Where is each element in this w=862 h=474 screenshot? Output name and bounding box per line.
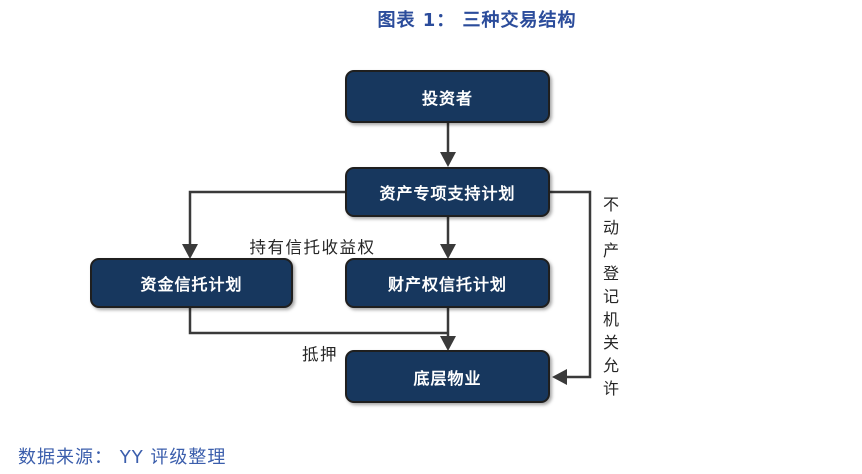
node-asset-special-support-plan: 资产专项支持计划 xyxy=(345,167,550,217)
data-source-note: 数据来源： YY 评级整理 xyxy=(18,447,227,468)
node-underlying-property: 底层物业 xyxy=(345,350,550,403)
figure-title: 图表 1： 三种交易结构 xyxy=(377,10,577,31)
edge-label-real-estate-registration-permission: 不动产登记机关允许 xyxy=(600,196,619,403)
arrowhead-down-1 xyxy=(440,152,456,167)
node-property-rights-trust-plan: 财产权信托计划 xyxy=(345,258,550,308)
node-capital-trust-plan: 资金信托计划 xyxy=(90,258,293,308)
edge-label-mortgage: 抵押 xyxy=(302,345,338,364)
edge-label-hold-trust-beneficiary-rights: 持有信托收益权 xyxy=(249,238,376,257)
edge-absp-to-underlying-right xyxy=(550,190,592,379)
arrowhead-down-4 xyxy=(440,336,456,351)
edge-capital-trust-to-underlying xyxy=(188,308,448,335)
arrowhead-left-1 xyxy=(552,369,567,385)
arrowhead-down-2 xyxy=(182,244,198,259)
arrowhead-down-3 xyxy=(440,244,456,259)
node-investor: 投资者 xyxy=(345,70,550,123)
